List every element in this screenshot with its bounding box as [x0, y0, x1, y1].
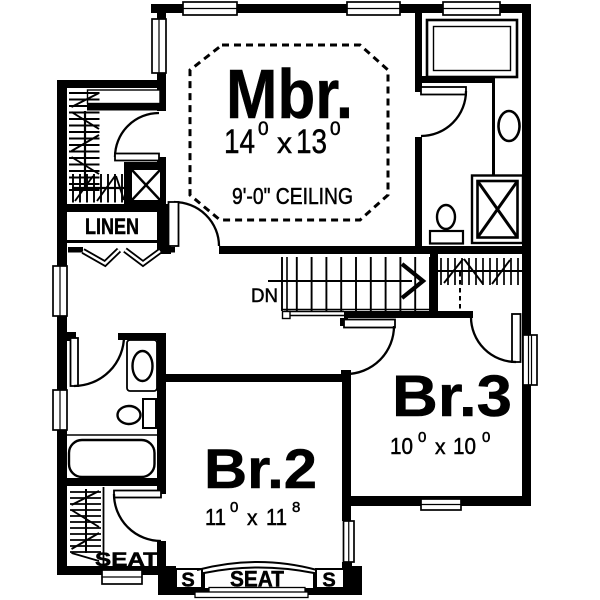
svg-text:Br.2: Br.2 — [204, 437, 317, 500]
svg-text:0: 0 — [482, 429, 490, 446]
svg-text:SEAT: SEAT — [95, 550, 159, 571]
svg-text:11: 11 — [205, 504, 226, 530]
svg-text:0: 0 — [330, 119, 341, 140]
svg-text:DN: DN — [251, 286, 278, 307]
svg-text:0: 0 — [258, 119, 269, 140]
svg-text:LINEN: LINEN — [85, 214, 139, 239]
svg-text:x: x — [247, 507, 258, 530]
svg-text:0: 0 — [418, 429, 426, 446]
svg-text:0: 0 — [230, 499, 238, 516]
svg-text:10: 10 — [453, 433, 476, 459]
svg-text:S: S — [181, 570, 194, 592]
svg-text:8: 8 — [292, 499, 300, 516]
svg-text:x: x — [277, 127, 292, 160]
svg-text:11: 11 — [266, 504, 287, 530]
svg-text:Mbr.: Mbr. — [226, 55, 353, 133]
svg-text:Br.3: Br.3 — [392, 364, 512, 429]
svg-text:9'-0" CEILING: 9'-0" CEILING — [232, 183, 353, 209]
svg-text:x: x — [435, 436, 446, 459]
svg-text:S: S — [322, 570, 335, 592]
svg-text:13: 13 — [296, 123, 327, 161]
svg-text:14: 14 — [224, 123, 255, 161]
svg-text:SEAT: SEAT — [230, 567, 285, 592]
svg-text:10: 10 — [390, 433, 413, 459]
